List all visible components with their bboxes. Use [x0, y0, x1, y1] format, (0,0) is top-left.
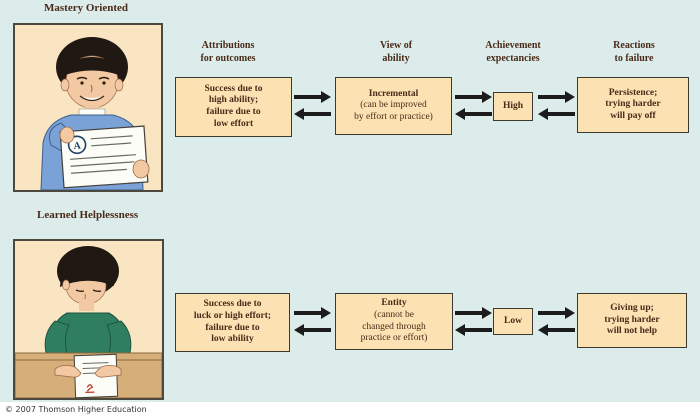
illustration-mastery-child: A [13, 23, 163, 192]
column-header-achievement-expectancies: Achievement expectancies [485, 40, 541, 64]
svg-text:A: A [73, 140, 82, 152]
arrow-left-icon [455, 108, 492, 120]
arrow-right-icon [294, 307, 331, 319]
column-header-attributions: Attributions for outcomes [200, 40, 256, 64]
view-title: Incremental [368, 88, 419, 99]
attribution-box-mastery: Success due to high ability; failure due… [175, 77, 292, 137]
view-detail: (can be improved by effort or practice) [354, 100, 433, 122]
illustration-helpless-child [13, 239, 164, 400]
arrow-left-icon [455, 324, 492, 336]
arrow-right-icon [455, 307, 492, 319]
arrow-left-icon [294, 324, 331, 336]
expectancy-box-low: Low [493, 308, 533, 335]
column-header-view-of-ability: View of ability [379, 40, 413, 64]
attribution-box-helpless: Success due to luck or high effort; fail… [175, 293, 290, 352]
column-header-reactions-to-failure: Reactions to failure [613, 40, 655, 64]
reaction-box-mastery: Persistence; trying harder will pay off [577, 77, 689, 133]
figure-panel: Attributions for outcomes View of abilit… [0, 0, 700, 402]
child-with-a-grade-illustration: A [40, 37, 150, 190]
view-title: Entity [381, 298, 407, 309]
arrow-right-icon [538, 307, 575, 319]
arrow-left-icon [538, 108, 575, 120]
arrow-left-icon [294, 108, 331, 120]
expectancy-box-high: High [493, 92, 533, 121]
arrow-right-icon [538, 91, 575, 103]
view-of-ability-box-helpless: Entity (cannot be changed through practi… [335, 293, 453, 350]
view-of-ability-box-mastery: Incremental (can be improved by effort o… [335, 77, 452, 135]
section-title-learned-helplessness: Learned Helplessness [37, 209, 139, 221]
arrow-left-icon [538, 324, 575, 336]
copyright-notice: © 2007 Thomson Higher Education [5, 405, 147, 414]
arrow-right-icon [455, 91, 492, 103]
arrow-right-icon [294, 91, 331, 103]
view-detail: (cannot be changed through practice or e… [360, 309, 428, 344]
section-title-mastery-oriented: Mastery Oriented [44, 2, 128, 14]
child-at-desk-illustration [15, 246, 162, 398]
reaction-box-helpless: Giving up; trying harder will not help [577, 293, 687, 348]
